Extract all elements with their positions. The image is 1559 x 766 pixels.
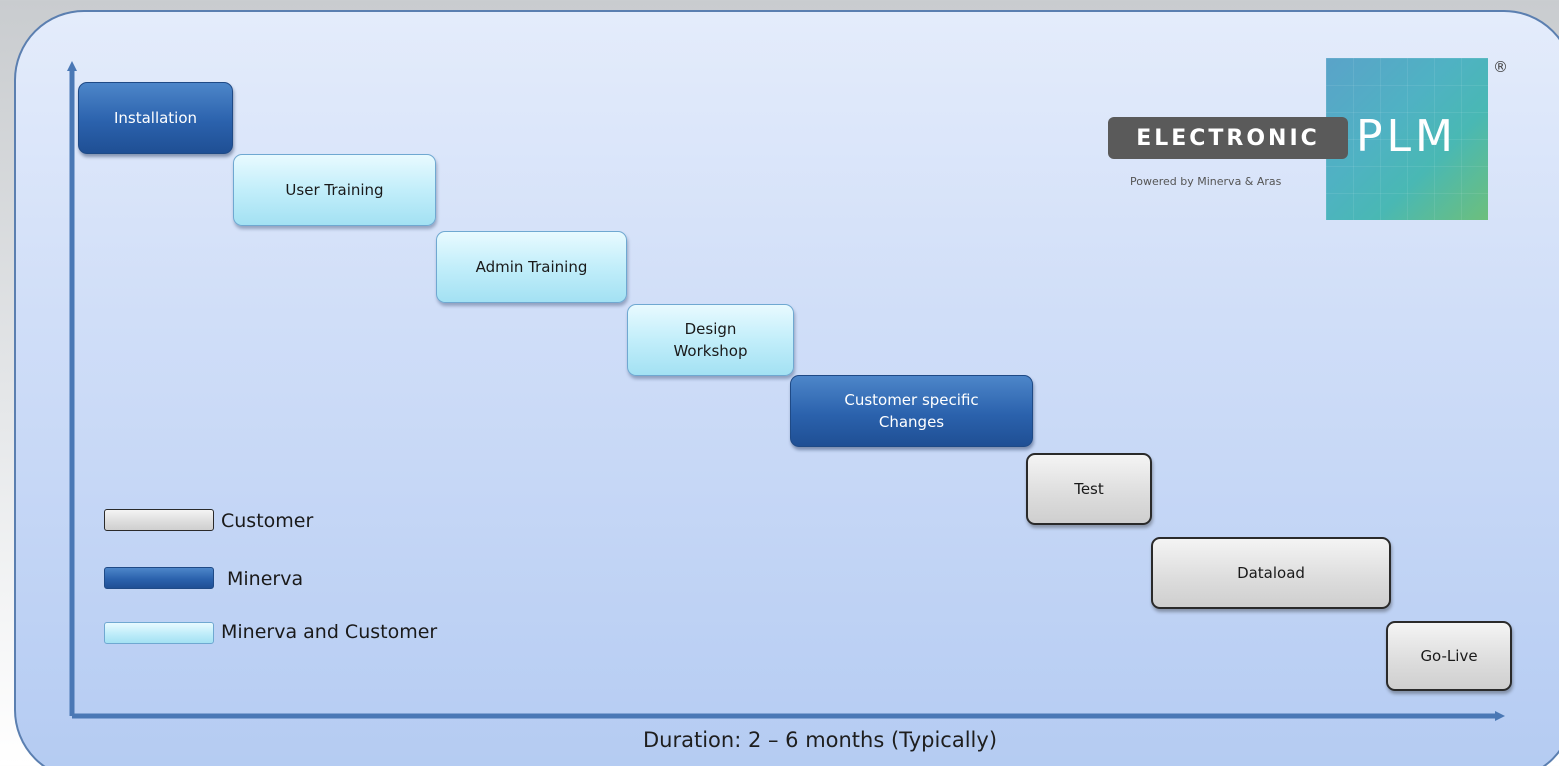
step-admin-training: Admin Training xyxy=(436,231,627,303)
legend-label-customer: Customer xyxy=(221,510,314,532)
logo-tagline: Powered by Minerva & Aras xyxy=(1130,175,1282,188)
step-customer-specific-changes: Customer specific Changes xyxy=(790,375,1033,447)
legend-label-minerva-and-customer: Minerva and Customer xyxy=(221,621,438,643)
legend-swatch-customer xyxy=(104,509,214,531)
step-design-workshop: Design Workshop xyxy=(627,304,794,376)
step-dataload: Dataload xyxy=(1151,537,1391,609)
legend-swatch-minerva-and-customer xyxy=(104,622,214,644)
legend-label-minerva: Minerva xyxy=(227,568,304,590)
legend-swatch-minerva xyxy=(104,567,214,589)
step-user-training: User Training xyxy=(233,154,436,226)
logo-wordmark-electronic: ELECTRONIC xyxy=(1108,117,1348,159)
step-go-live: Go-Live xyxy=(1386,621,1512,691)
logo-square xyxy=(1326,58,1488,220)
step-installation: Installation xyxy=(78,82,233,154)
registered-mark: ® xyxy=(1493,58,1508,76)
logo-wordmark-plm: PLM xyxy=(1356,111,1458,162)
step-test: Test xyxy=(1026,453,1152,525)
x-axis-label: Duration: 2 – 6 months (Typically) xyxy=(642,728,998,752)
